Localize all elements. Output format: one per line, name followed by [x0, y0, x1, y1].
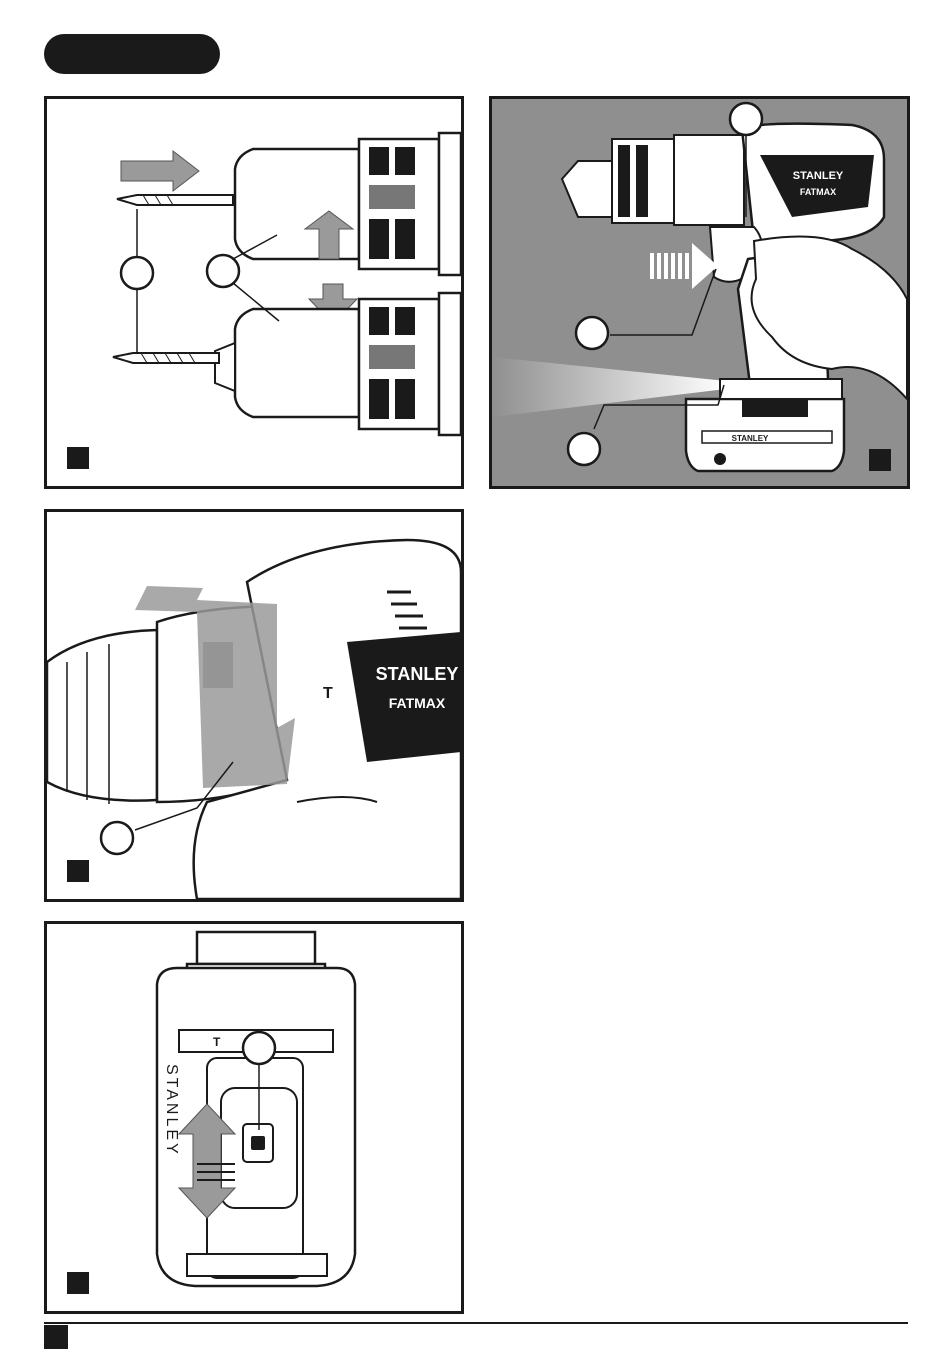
insert-arrow-icon: [121, 151, 199, 191]
body-wordmark: STANLEY: [793, 170, 844, 182]
body-submark: FATMAX: [800, 187, 836, 197]
press-arrow-icon: [650, 243, 718, 289]
figure-marker: [67, 1272, 89, 1294]
figure-panel-mode-collar: STANLEY FATMAX T: [44, 509, 464, 902]
figure-panel-top-selector: T STANLEY: [44, 921, 464, 1314]
figure-marker: [869, 449, 891, 471]
callout-circle: [730, 103, 762, 135]
battery-wordmark: STANLEY: [732, 434, 769, 443]
trigger-light-illustration: STANLEY FATMAX STANLEY: [492, 99, 907, 486]
chuck-top: [197, 932, 315, 964]
footer-rule: [44, 1322, 908, 1324]
chuck-front: [47, 630, 157, 801]
base-housing: [720, 379, 842, 399]
callout-circle: [576, 317, 608, 349]
figure-marker: [67, 860, 89, 882]
chuck-bit-illustration: [47, 99, 461, 486]
callout-circle: [101, 822, 133, 854]
section-header-tab: [44, 34, 220, 74]
chuck-sleeve-bottom: [235, 309, 359, 417]
page-number-box: [44, 1325, 68, 1349]
figure-marker: [67, 447, 89, 469]
callout-circle: [121, 257, 153, 289]
callout-circle: [568, 433, 600, 465]
figure-panel-trigger-light: STANLEY FATMAX STANLEY: [489, 96, 910, 489]
figure-panel-chuck-bit: [44, 96, 464, 489]
body-submark: FATMAX: [389, 695, 446, 711]
body-wordmark: STANLEY: [376, 664, 459, 684]
chuck-sleeve-top: [235, 149, 359, 259]
mode-collar-illustration: STANLEY FATMAX T: [47, 512, 461, 899]
callout-circle: [207, 255, 239, 287]
torque-mark: T: [323, 685, 333, 702]
top-selector-illustration: T STANLEY: [47, 924, 461, 1311]
vertical-wordmark: STANLEY: [163, 1064, 180, 1157]
callout-circle: [243, 1032, 275, 1064]
drill-bit-top: [117, 195, 233, 205]
torque-mark: T: [213, 1035, 221, 1049]
